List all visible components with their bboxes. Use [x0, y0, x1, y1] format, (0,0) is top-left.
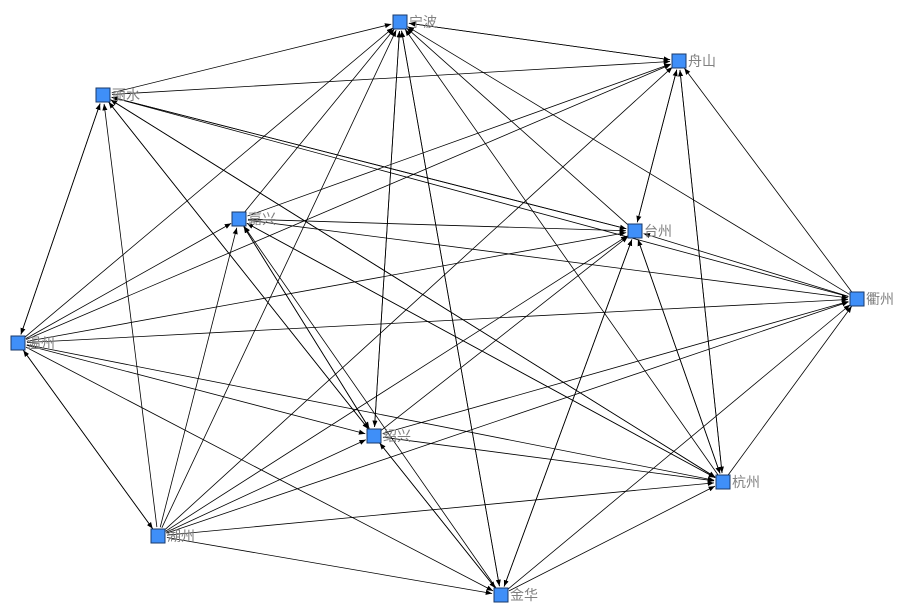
edge-jiaxing-taizhou [247, 218, 627, 234]
edge-jiaxing-zhoushan [247, 63, 671, 217]
node-jiaxing[interactable] [231, 211, 247, 227]
edge-wenzhou-lishui [20, 103, 101, 335]
edge-hangzhou-lishui [110, 99, 716, 478]
edge-wenzhou-shaoxing [26, 344, 366, 435]
edge-huzhou-quzhou [166, 301, 849, 534]
edge-taizhou-jinhua [503, 239, 633, 587]
edge-quzhou-ningbo [407, 26, 850, 295]
edge-huzhou-jiaxing [159, 227, 238, 528]
edge-huzhou-shaoxing [165, 439, 367, 533]
node-ningbo[interactable] [392, 14, 408, 30]
edge-taizhou-hangzhou [637, 239, 721, 474]
edge-shaoxing-hangzhou [382, 436, 715, 483]
node-label-huzhou: 湖州 [167, 529, 195, 545]
edge-huzhou-taizhou [165, 235, 628, 532]
node-label-wenzhou: 温州 [27, 336, 55, 352]
edge-jinhua-shaoxing [379, 442, 496, 589]
edge-hangzhou-jiaxing [246, 222, 716, 479]
edge-shaoxing-jiaxing [243, 226, 370, 429]
edge-huzhou-wenzhou [22, 350, 154, 529]
node-wenzhou[interactable] [10, 335, 26, 351]
edge-lishui-ningbo [111, 23, 392, 94]
edge-hangzhou-ningbo [404, 29, 719, 475]
edge-huzhou-hangzhou [166, 480, 715, 536]
node-huzhou[interactable] [150, 528, 166, 544]
edge-quzhou-zhoushan [684, 67, 852, 293]
edge-zhoushan-taizhou [636, 69, 678, 223]
edge-zhoushan-hangzhou [679, 69, 724, 474]
edge-jinhua-jiaxing [243, 226, 497, 588]
node-label-jinhua: 金华 [510, 588, 538, 604]
edge-huzhou-jinhua [166, 537, 493, 595]
node-label-ningbo: 宁波 [409, 14, 437, 31]
node-label-shaoxing: 绍兴 [383, 429, 411, 445]
edge-huzhou-lishui [102, 103, 158, 528]
node-label-hangzhou: 杭州 [732, 475, 760, 491]
edge-shaoxing-taizhou [380, 236, 629, 431]
node-label-zhoushan: 舟山 [688, 54, 716, 70]
edge-huzhou-zhoushan [164, 66, 673, 531]
edge-quzhou-taizhou [643, 233, 849, 297]
edge-jiaxing-ningbo [244, 28, 395, 213]
node-label-jiaxing: 嘉兴 [248, 212, 276, 228]
edge-shaoxing-lishui [108, 101, 369, 430]
edge-wenzhou-hangzhou [26, 344, 715, 482]
edge-wenzhou-jiaxing [25, 223, 232, 339]
node-label-taizhou: 台州 [644, 224, 672, 240]
edge-jiaxing-quzhou [247, 219, 849, 300]
edge-wenzhou-quzhou [26, 297, 849, 343]
edge-ningbo-zhoushan [408, 22, 671, 62]
edge-shaoxing-quzhou [382, 300, 849, 434]
edge-taizhou-ningbo [406, 27, 629, 226]
node-shaoxing[interactable] [366, 428, 382, 444]
edge-wenzhou-taizhou [26, 231, 627, 342]
edge-wenzhou-jinhua [25, 346, 494, 592]
edge-jinhua-quzhou [507, 304, 851, 590]
edge-wenzhou-zhoushan [26, 64, 671, 340]
edge-huzhou-ningbo [161, 29, 397, 529]
edge-lishui-zhoushan [111, 59, 671, 95]
edge-hangzhou-quzhou [727, 306, 853, 475]
node-lishui[interactable] [95, 87, 111, 103]
edge-wenzhou-ningbo [24, 27, 394, 338]
edge-taizhou-lishui [111, 96, 627, 230]
node-zhoushan[interactable] [671, 53, 687, 69]
node-label-lishui: 丽水 [112, 88, 140, 104]
node-quzhou[interactable] [849, 291, 865, 307]
node-hangzhou[interactable] [715, 474, 731, 490]
edge-ningbo-shaoxing [372, 30, 400, 428]
node-taizhou[interactable] [627, 223, 643, 239]
node-jinhua[interactable] [493, 587, 509, 603]
edge-ningbo-jinhua [401, 30, 501, 587]
edge-quzhou-lishui [111, 96, 849, 298]
node-label-quzhou: 衢州 [866, 291, 894, 308]
edge-jinhua-hangzhou [508, 485, 716, 592]
